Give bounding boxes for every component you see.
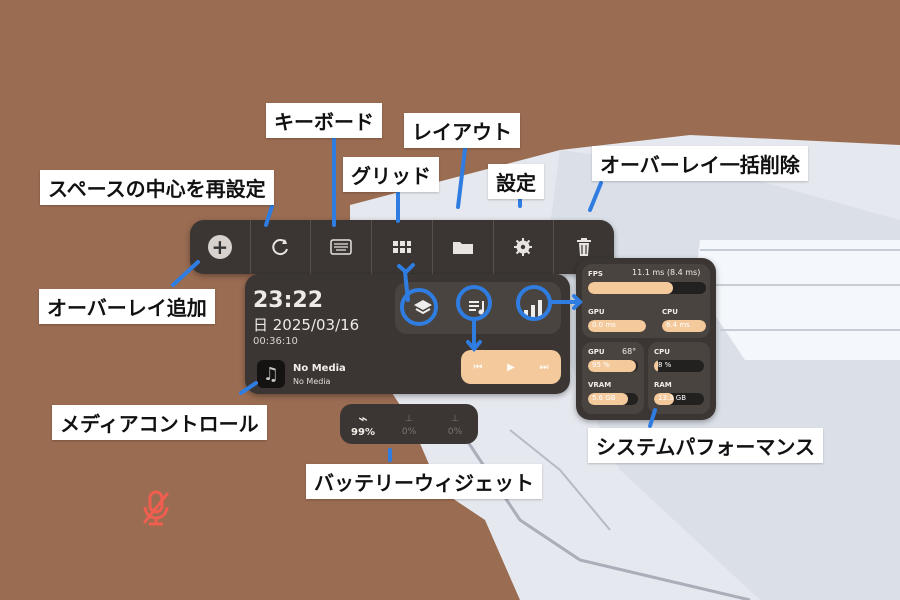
layout-button[interactable] — [433, 220, 494, 274]
media-controls: ⏮ ▶ ⏭ — [461, 350, 561, 384]
vram-bar: 5.6 GB — [588, 393, 638, 405]
ram-bar: 13.3 GB — [654, 393, 704, 405]
controller-icon: ⊥ — [405, 414, 413, 424]
label-battery-widget: バッテリーウィジェット — [306, 464, 542, 499]
layers-button[interactable] — [408, 293, 438, 323]
refresh-icon — [271, 239, 288, 256]
label-layout: レイアウト — [404, 113, 520, 148]
folder-icon — [452, 242, 473, 254]
gear-icon — [514, 238, 533, 256]
keyboard-button[interactable] — [311, 220, 373, 274]
cpu2-bar: 8 % — [654, 360, 704, 372]
system-performance-panel: FPS 11.1 ms (8.4 ms) GPU 0.0 ms CPU 6.4 … — [576, 258, 716, 420]
gpu2-temp: 68° — [622, 347, 637, 356]
trash-icon — [577, 238, 592, 256]
previous-track-icon[interactable]: ⏮ — [473, 361, 483, 373]
play-icon[interactable]: ▶ — [507, 361, 515, 373]
cpu-label: CPU — [662, 308, 678, 316]
mic-muted-icon — [142, 490, 170, 526]
gpu-bar: 0.0 ms — [588, 320, 646, 332]
left-controller-battery: ⊥ 0% — [391, 411, 427, 437]
cpu2-usage: 8 % — [658, 361, 672, 369]
clock-date: 日 2025/03/16 — [253, 316, 360, 334]
vram-usage: 5.6 GB — [592, 394, 616, 402]
fps-value: 11.1 ms (8.4 ms) — [632, 268, 701, 277]
perf-card-vr: FPS 11.1 ms (8.4 ms) GPU 0.0 ms CPU 6.4 … — [582, 264, 710, 338]
label-recenter: スペースの中心を再設定 — [40, 170, 274, 205]
gpu-label: GPU — [588, 308, 605, 316]
grid-icon — [393, 241, 412, 253]
fps-label: FPS — [588, 270, 603, 278]
ram-label: RAM — [654, 381, 672, 389]
bar-chart-icon — [524, 300, 543, 317]
cpu2-label: CPU — [654, 348, 670, 356]
playlist-icon — [468, 301, 484, 315]
performance-button[interactable] — [518, 293, 548, 323]
settings-button[interactable] — [494, 220, 555, 274]
perf-card-gpu: GPU 68° 95 % VRAM 5.6 GB — [582, 342, 644, 414]
music-note-icon: ♫ — [257, 360, 285, 388]
label-system-performance: システムパフォーマンス — [588, 428, 823, 463]
left-controller-battery-value: 0% — [401, 427, 417, 437]
gpu2-usage: 95 % — [592, 361, 610, 369]
keyboard-icon — [330, 239, 353, 255]
right-controller-battery-value: 0% — [447, 427, 463, 437]
label-clear-all: オーバーレイ一括削除 — [592, 146, 808, 181]
ram-usage: 13.3 GB — [658, 394, 687, 402]
next-track-icon[interactable]: ⏭ — [539, 361, 549, 373]
fps-bar — [588, 282, 706, 294]
perf-card-cpu: CPU 8 % RAM 13.3 GB — [648, 342, 710, 414]
headset-battery: ⌁ 99% — [345, 408, 381, 438]
clock-time: 23:22 — [253, 288, 324, 313]
label-add-overlay: オーバーレイ追加 — [39, 289, 215, 324]
recenter-button[interactable] — [251, 220, 312, 274]
headset-battery-value: 99% — [351, 426, 375, 438]
playlist-button[interactable] — [463, 293, 493, 323]
label-grid: グリッド — [343, 157, 439, 192]
controller-icon: ⊥ — [451, 414, 459, 424]
add-overlay-button[interactable]: + — [190, 220, 251, 274]
headset-icon: ⌁ — [358, 408, 368, 428]
cpu-bar: 6.4 ms — [662, 320, 706, 332]
label-media-control: メディアコントロール — [52, 405, 267, 440]
grid-button[interactable] — [372, 220, 433, 274]
cpu-frame-time: 6.4 ms — [666, 321, 690, 329]
clear-overlays-button[interactable] — [554, 220, 614, 274]
label-settings: 設定 — [488, 164, 544, 199]
widget-toggle-group — [395, 282, 561, 334]
label-keyboard: キーボード — [266, 103, 382, 138]
gpu2-label: GPU — [588, 348, 605, 356]
overlay-toolbar: + — [190, 220, 614, 274]
main-widget-panel: 23:22 日 2025/03/16 00:36:10 ♫ No Media — [245, 274, 570, 394]
uptime-display: 00:36:10 — [253, 336, 298, 347]
gpu2-bar: 95 % — [588, 360, 638, 372]
vram-label: VRAM — [588, 381, 612, 389]
media-subtitle: No Media — [293, 377, 331, 386]
plus-icon: + — [207, 235, 232, 259]
layers-icon — [413, 300, 432, 315]
gpu-frame-time: 0.0 ms — [592, 321, 616, 329]
battery-widget: ⌁ 99% ⊥ 0% ⊥ 0% — [340, 404, 478, 444]
right-controller-battery: ⊥ 0% — [437, 411, 473, 437]
media-title: No Media — [293, 363, 346, 374]
